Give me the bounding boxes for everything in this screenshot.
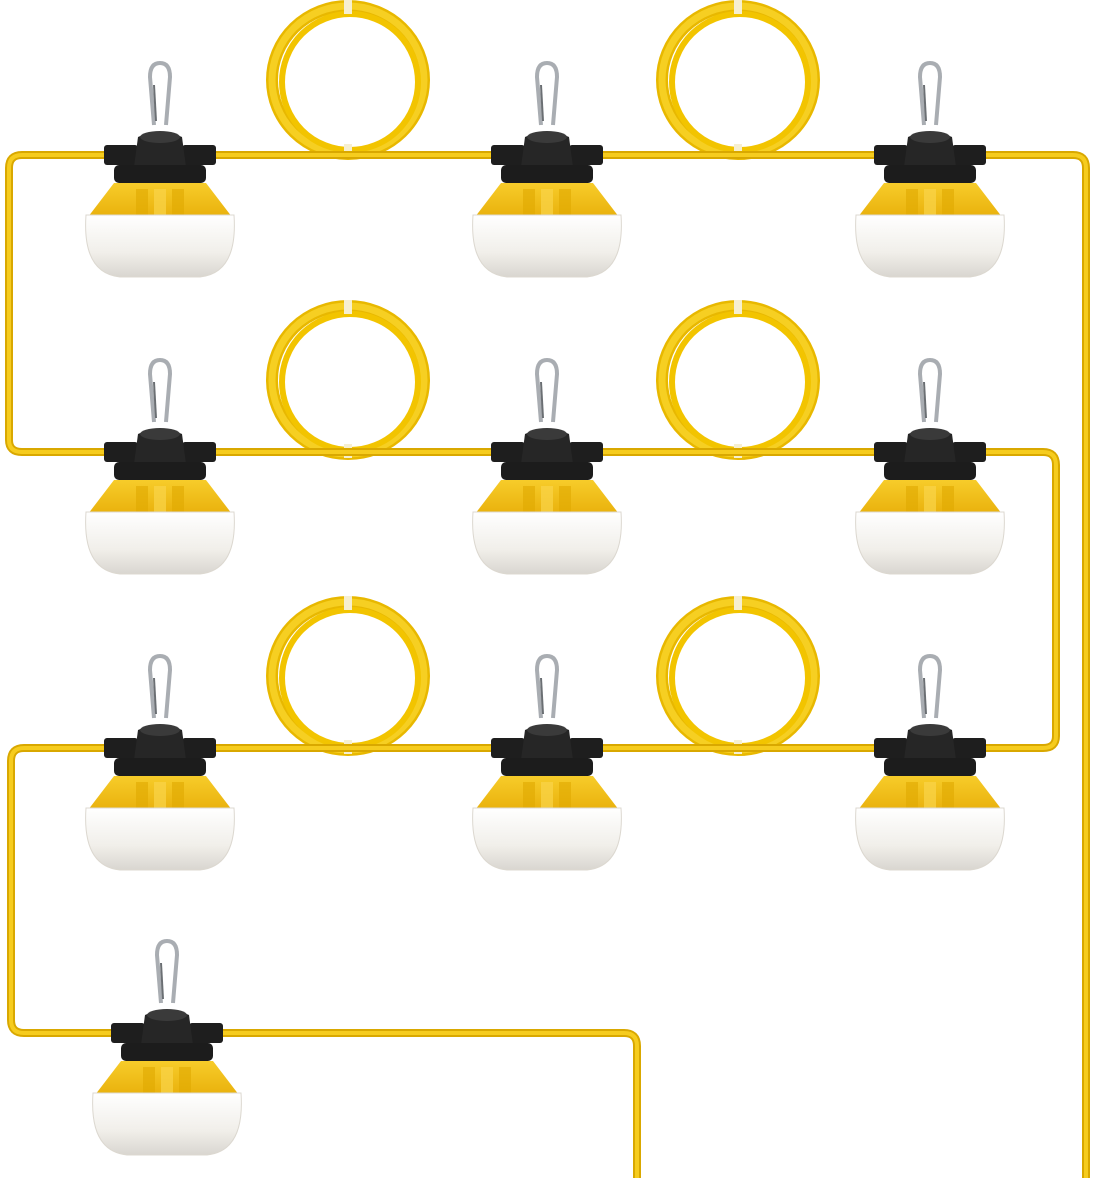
- work-light: [90, 939, 244, 1157]
- cable-coil: [662, 596, 814, 754]
- work-light: [470, 358, 624, 576]
- work-light: [853, 61, 1007, 279]
- cable-coil: [272, 0, 424, 158]
- work-light: [853, 358, 1007, 576]
- work-light: [83, 654, 237, 872]
- work-light: [83, 61, 237, 279]
- work-light: [83, 358, 237, 576]
- cable-coil: [662, 0, 814, 158]
- lamps: [83, 61, 1007, 1157]
- cable-coil: [272, 596, 424, 754]
- cable-coil: [272, 300, 424, 458]
- work-light: [470, 61, 624, 279]
- cable-coil: [662, 300, 814, 458]
- work-light: [470, 654, 624, 872]
- work-light: [853, 654, 1007, 872]
